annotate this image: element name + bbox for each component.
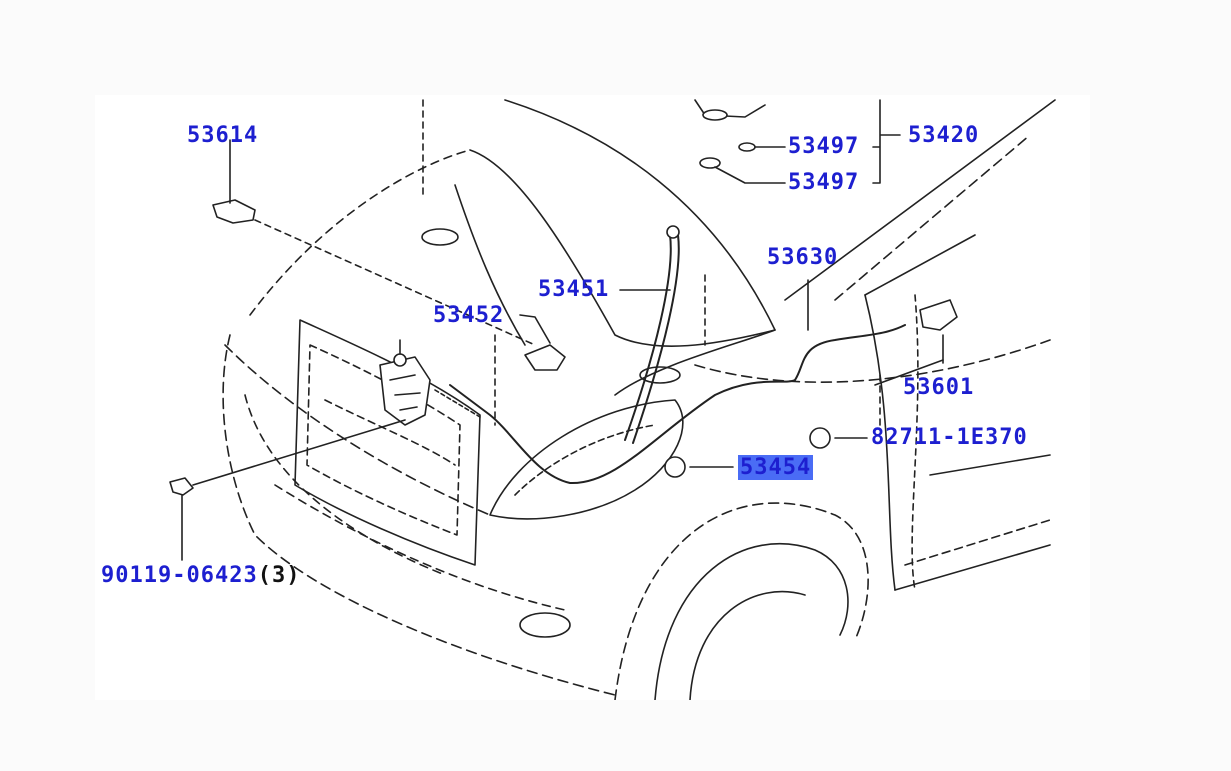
part-label-53601[interactable]: 53601 [903,375,975,400]
a-pillar-dashed [834,134,1031,301]
door-handle-line [929,454,1051,476]
headlamp-outline [489,399,684,520]
clip-53454 [664,456,686,478]
tire-arc [689,590,806,700]
part-label-53497-lower[interactable]: 53497 [788,170,860,195]
hood-edge-dashed [249,149,471,316]
hood-outline [504,99,776,396]
hood-inner-curve [454,184,526,346]
hood-lock-exploded-diagram: 53614 53420 53497 53497 53630 53451 5345… [95,95,1090,700]
part-quantity: (3) [257,563,301,588]
grille-inner [306,344,461,536]
headlamp-inner [514,424,656,496]
hood-hinge-parts [694,99,766,169]
hood-bump-left [421,228,459,246]
part-label-53614[interactable]: 53614 [187,123,259,148]
leader-53420-bracket [872,99,901,184]
windshield-line [784,99,1056,301]
wheel-arch-outer [614,502,869,700]
part-label-53454-highlight: 53454 [738,455,814,480]
door-line-2 [904,519,1051,566]
clip-82711 [809,427,831,449]
door-line [894,544,1051,591]
part-label-82711-1e370[interactable]: 82711-1E370 [871,425,1028,450]
part-label-53454[interactable]: 53454 [738,455,814,481]
hood-lock-assembly [379,339,431,426]
grille-bar [324,399,456,466]
diagram-linework [169,99,1056,700]
hood-lock-striker [212,199,256,224]
hood-release-cable [434,324,906,485]
leader-53601-b [874,359,944,386]
fog-lamp [519,612,571,638]
part-label-90119-06423[interactable]: 90119-06423(3) [101,563,300,589]
leader-90119-dash [192,419,406,486]
hood-bump-center [639,366,681,384]
part-number-90119: 90119-06423 [101,563,258,588]
hood-support-rod [624,225,680,444]
leader-53614-dash [254,219,536,346]
fender-top-dashed [694,339,1051,383]
wheel-arch-inner [654,542,849,700]
leader-53452 [519,314,551,344]
part-label-53630[interactable]: 53630 [767,245,839,270]
part-label-53420[interactable]: 53420 [908,123,980,148]
fender-side [864,294,896,591]
part-label-53451[interactable]: 53451 [538,277,610,302]
bolt-90119 [169,477,194,496]
bumper-lower [244,394,446,576]
hood-underside [469,149,776,347]
a-pillar-line [864,234,976,296]
bumper-front [222,334,616,696]
grille-outline [294,319,481,566]
part-label-53497-upper[interactable]: 53497 [788,134,860,159]
part-label-53452[interactable]: 53452 [433,303,505,328]
leader-53497b [714,166,786,184]
release-lever [919,299,958,331]
fender-side-2 [911,294,919,591]
lower-intake [274,484,566,611]
bumper-top-dashed [224,344,491,516]
hood-bumper-cushion [524,344,566,371]
